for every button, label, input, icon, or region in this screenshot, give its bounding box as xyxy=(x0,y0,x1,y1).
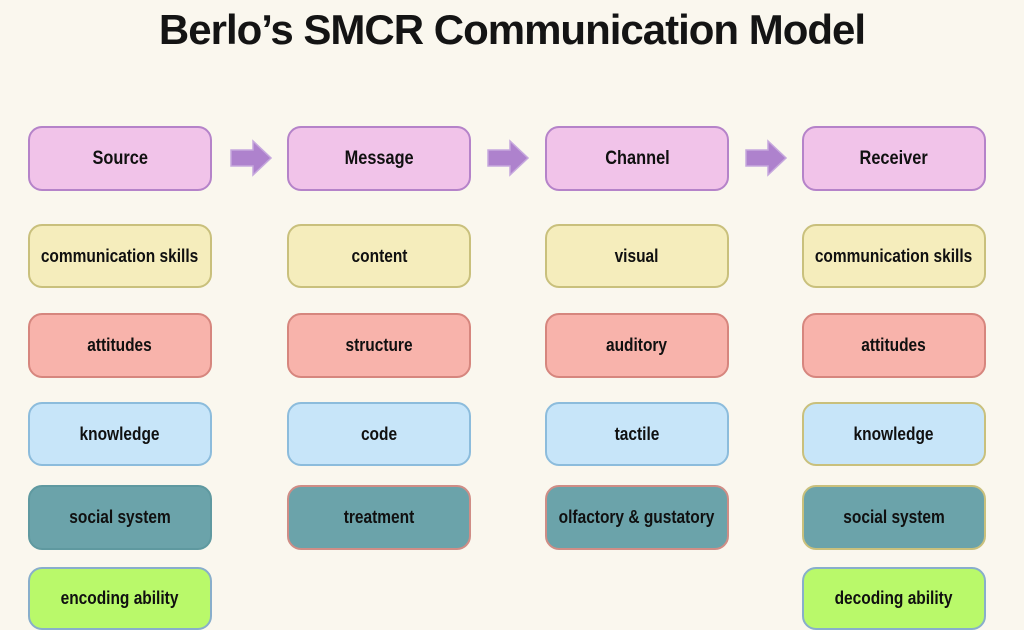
arrow-right-icon xyxy=(230,139,272,177)
header-box-source: Source xyxy=(28,126,212,191)
header-label: Message xyxy=(344,147,414,169)
arrow-right-icon xyxy=(745,139,787,177)
column-message: Message content structure code treatment xyxy=(287,0,471,630)
attribute-label: auditory xyxy=(606,335,668,355)
attribute-label: communication skills xyxy=(41,245,199,266)
attribute-box: social system xyxy=(802,485,986,550)
attribute-box: auditory xyxy=(545,313,729,378)
attribute-label: code xyxy=(360,423,398,444)
attribute-label: visual xyxy=(615,245,659,266)
column-receiver: Receiver communication skills attitudes … xyxy=(802,0,986,630)
attribute-label: encoding ability xyxy=(61,588,179,608)
attribute-box: tactile xyxy=(545,402,729,466)
attribute-box: code xyxy=(287,402,471,466)
header-label: Source xyxy=(92,147,148,169)
header-box-channel: Channel xyxy=(545,126,729,191)
column-channel: Channel visual auditory tactile olfactor… xyxy=(545,0,729,630)
attribute-box: decoding ability xyxy=(802,567,986,630)
attribute-box: olfactory & gustatory xyxy=(545,485,729,550)
attribute-label: social system xyxy=(69,507,171,527)
attribute-box: content xyxy=(287,224,471,288)
header-box-receiver: Receiver xyxy=(802,126,986,191)
header-box-message: Message xyxy=(287,126,471,191)
attribute-label: olfactory & gustatory xyxy=(559,507,715,527)
attribute-label: decoding ability xyxy=(835,588,953,608)
attribute-label: knowledge xyxy=(853,423,934,444)
attribute-label: social system xyxy=(843,507,945,527)
attribute-label: knowledge xyxy=(79,423,160,444)
attribute-box: knowledge xyxy=(802,402,986,466)
attribute-box: structure xyxy=(287,313,471,378)
arrow-right-icon xyxy=(487,139,529,177)
attribute-label: communication skills xyxy=(815,245,973,266)
attribute-label: content xyxy=(351,245,407,266)
attribute-box: attitudes xyxy=(802,313,986,378)
attribute-box: visual xyxy=(545,224,729,288)
attribute-label: attitudes xyxy=(87,335,153,355)
attribute-label: structure xyxy=(345,335,413,355)
header-label: Channel xyxy=(604,147,670,169)
attribute-box: knowledge xyxy=(28,402,212,466)
diagram-title: Berlo’s SMCR Communication Model xyxy=(158,6,866,53)
attribute-box: social system xyxy=(28,485,212,550)
header-label: Receiver xyxy=(859,147,929,169)
attribute-box: attitudes xyxy=(28,313,212,378)
attribute-box: treatment xyxy=(287,485,471,550)
attribute-box: communication skills xyxy=(802,224,986,288)
attribute-label: treatment xyxy=(343,507,415,527)
attribute-box: encoding ability xyxy=(28,567,212,630)
attribute-box: communication skills xyxy=(28,224,212,288)
attribute-label: tactile xyxy=(614,423,660,444)
attribute-label: attitudes xyxy=(861,335,927,355)
column-source: Source communication skills attitudes kn… xyxy=(28,0,212,630)
